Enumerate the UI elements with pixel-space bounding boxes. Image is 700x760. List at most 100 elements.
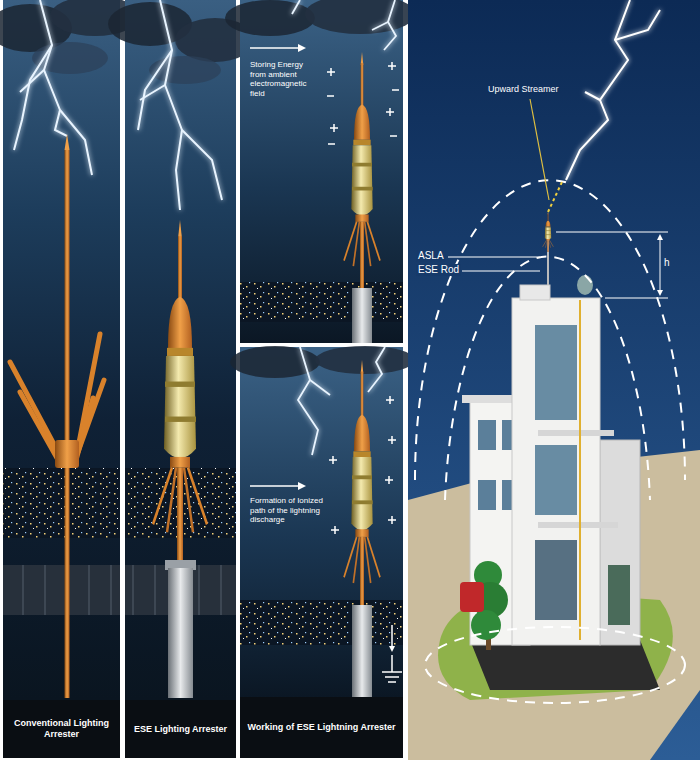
protection-zone: [415, 180, 685, 480]
building: [538, 522, 618, 528]
ese-arrester: [153, 220, 207, 570]
protection-zone: [425, 627, 685, 703]
lightning-bolt: [14, 0, 92, 175]
charge-signs: [331, 526, 339, 534]
panel-caption: ESE Lighting Arrester: [127, 724, 234, 735]
charge-signs: [327, 62, 399, 144]
panel-ionized: [240, 347, 403, 697]
ese-arrester: [344, 360, 380, 610]
conventional-rod: [55, 440, 79, 468]
lightning-bolt: [138, 0, 222, 210]
panel-conventional: [3, 700, 120, 758]
panel-conventional: [3, 468, 120, 538]
dimension-h: [556, 232, 668, 298]
charge-signs: [328, 143, 335, 145]
panel-ese: [125, 700, 236, 758]
lightning-bolt: [292, 0, 300, 14]
panel-storing: [225, 0, 415, 343]
building: [608, 565, 630, 625]
lightning-bolt: [292, 0, 396, 50]
lightning-bolt: [566, 0, 630, 180]
lightning-bolt: [615, 10, 660, 40]
charge-signs: [388, 436, 396, 444]
charge-signs: [385, 476, 393, 484]
charge-signs: [388, 516, 396, 524]
part-label: ASLA: [416, 250, 446, 262]
building: [600, 440, 640, 645]
pointer-arrow: [250, 485, 298, 487]
conventional-rod: [78, 334, 100, 448]
panel-ese: [125, 0, 236, 700]
lightning-bolt: [368, 347, 385, 392]
charge-signs: [329, 456, 337, 464]
panel-ionized: [240, 697, 403, 758]
panel-building: [408, 0, 700, 760]
building: [538, 430, 614, 436]
ground-symbol: [385, 676, 399, 678]
conventional-rod: [65, 134, 70, 150]
pointer-arrow: [250, 482, 306, 490]
panel-ionized: [315, 346, 415, 374]
lightning-bolt: [372, 22, 388, 30]
charge-signs: [329, 396, 396, 534]
building: [478, 480, 496, 510]
ground-symbol: [388, 681, 396, 683]
pointer-arrow: [298, 44, 306, 52]
panel-ese: [108, 0, 255, 758]
building: [478, 420, 496, 450]
dimension-h: [605, 298, 668, 299]
leader-line: [530, 99, 549, 200]
mast: [165, 560, 196, 698]
building: [520, 285, 550, 300]
panel-conventional: [3, 565, 120, 615]
panel-ionized: [230, 346, 320, 378]
lightning-bolt: [138, 50, 172, 130]
pointer-arrow: [250, 44, 306, 52]
ground-symbol: [391, 655, 393, 672]
conventional-rod: [65, 150, 70, 698]
panel-storing: [240, 282, 403, 322]
dimension-h: [657, 290, 663, 296]
mast: [352, 605, 372, 697]
lightning-bolt: [384, 0, 396, 50]
conventional-rod: [10, 362, 57, 450]
lightning-bolt: [298, 347, 318, 455]
ground-symbol: [382, 625, 402, 682]
panel-caption: Conventional Lighting Arrester: [6, 718, 117, 740]
base-slab: [470, 640, 660, 690]
step-note: Formation of Ionized path of the lightni…: [250, 496, 324, 525]
panel-building: [408, 0, 700, 760]
dimension-h: [657, 234, 663, 240]
ese-arrester: [543, 212, 554, 252]
upward-streamer: [548, 182, 562, 212]
lightning-bolt: [566, 0, 660, 180]
ese-arrester: [344, 52, 380, 292]
charge-signs: [327, 95, 334, 97]
lightning-bolt: [20, 70, 44, 92]
building: [577, 275, 593, 295]
ground-symbol: [382, 671, 402, 673]
panel-storing: [305, 0, 415, 34]
charge-signs: [392, 89, 399, 91]
mast: [352, 288, 372, 343]
charge-signs: [390, 135, 397, 137]
part-label: ESE Rod: [416, 264, 461, 276]
panel-caption: Working of ESE Lightning Arrester: [243, 722, 400, 733]
leader-line: [448, 257, 540, 258]
lightning-bolt: [40, 0, 67, 136]
panel-conventional: [0, 0, 140, 758]
lightning-bolt: [310, 380, 330, 395]
current-arrow: [389, 646, 395, 652]
building: [579, 300, 581, 640]
building: [535, 540, 577, 620]
panel-ionized: [240, 600, 403, 645]
panel-ionized: [230, 346, 415, 758]
lightning-bolt: [140, 85, 165, 100]
step-note: Storing Energy from ambient electromagne…: [250, 60, 320, 98]
lightning-bolt: [14, 45, 52, 150]
panel-conventional: [3, 0, 120, 700]
charge-signs: [386, 108, 394, 116]
protection-zone: [445, 257, 650, 500]
